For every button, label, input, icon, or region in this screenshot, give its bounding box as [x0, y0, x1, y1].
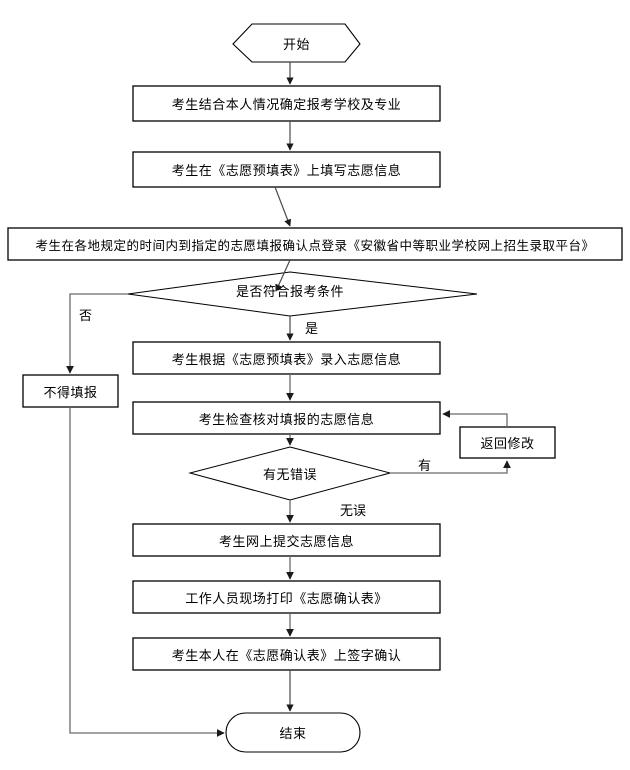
edge-preform-to-login — [274, 186, 292, 227]
sign-box-shape — [132, 637, 441, 671]
start-hexagon-shape — [232, 23, 361, 63]
edge-modify-to-check — [442, 410, 508, 427]
reject-box-shape — [22, 374, 119, 408]
login-box-shape — [7, 227, 623, 261]
end-terminator-shape — [225, 712, 361, 753]
edge-error-has-to-modify — [390, 460, 511, 474]
edge-label-has-error: 有 — [418, 459, 432, 474]
edge-label-no-error: 无误 — [340, 504, 367, 519]
modify-box-shape — [459, 426, 556, 459]
edge-qualify-no-to-reject — [66, 293, 128, 374]
edge-reject-to-end — [69, 407, 225, 737]
qualify-diamond-shape — [127, 271, 478, 317]
check-box-shape — [132, 401, 441, 435]
choose-box-shape — [132, 85, 441, 122]
print-box-shape — [132, 580, 441, 614]
submit-box-shape — [132, 523, 441, 557]
edge-login-to-qualify — [275, 259, 291, 292]
enter-box-shape — [132, 341, 441, 375]
edge-label-yes: 是 — [305, 322, 319, 337]
error-diamond-shape — [188, 446, 392, 501]
preform-box-shape — [132, 151, 441, 188]
edge-label-no: 否 — [79, 309, 93, 324]
